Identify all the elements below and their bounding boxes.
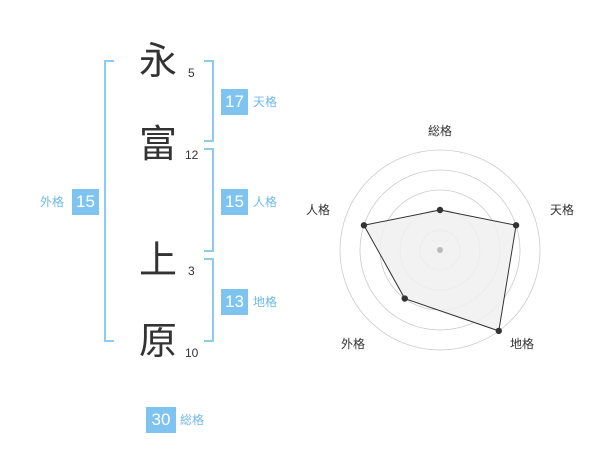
- radar-grid-ring: [339, 149, 541, 351]
- jinkaku-label: 人格: [253, 195, 278, 209]
- radar-point-2: [512, 222, 520, 229]
- stroke-count-3: 3: [188, 264, 195, 278]
- radar-point-3: [495, 327, 502, 335]
- gaikaku-value: 15: [72, 189, 99, 215]
- gaikaku-bracket: [104, 60, 114, 342]
- radar-point-4: [401, 295, 408, 302]
- radar-label-tenkaku: 天格: [550, 203, 575, 217]
- radar-point-1: [436, 206, 444, 214]
- tenkaku-bracket: [204, 60, 214, 142]
- radar-label-soukaku: 総格: [428, 124, 453, 138]
- soukaku-value: 30: [146, 407, 176, 433]
- radar-label-jinkaku: 人格: [306, 203, 331, 217]
- name-char-3: 上: [139, 238, 178, 282]
- name-char-2: 富: [139, 122, 178, 166]
- soukaku-label: 総格: [180, 413, 205, 427]
- jinkaku-value: 15: [221, 189, 248, 215]
- stroke-count-1: 5: [188, 66, 195, 80]
- radar-label-chikaku: 地格: [510, 337, 535, 351]
- chikaku-value: 13: [221, 289, 248, 315]
- chikaku-bracket: [204, 258, 214, 342]
- radar-grid-ring: [359, 169, 521, 331]
- radar-point-5: [360, 222, 368, 229]
- jinkaku-bracket: [204, 148, 214, 252]
- stroke-count-4: 10: [185, 346, 199, 360]
- radar-center-dot: [437, 247, 443, 253]
- name-char-4: 原: [139, 319, 178, 363]
- tenkaku-label: 天格: [253, 95, 278, 109]
- chikaku-label: 地格: [253, 295, 278, 309]
- radar-label-gaikaku: 外格: [341, 337, 366, 351]
- radar-series-polygon: [363, 209, 517, 332]
- gaikaku-label: 外格: [40, 195, 65, 209]
- stroke-count-2: 12: [185, 148, 199, 162]
- tenkaku-value: 17: [221, 89, 248, 115]
- name-char-1: 永: [139, 39, 178, 83]
